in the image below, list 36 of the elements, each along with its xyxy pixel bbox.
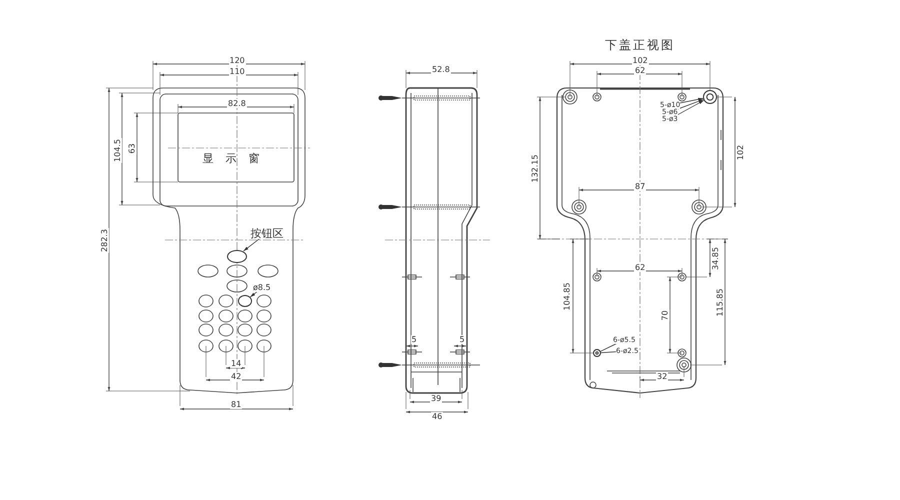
window-label: 显示窗	[202, 152, 272, 164]
dimension-label: 81	[230, 400, 242, 408]
dimension-label: 115.85	[716, 287, 724, 317]
dimension-label: 110	[228, 66, 246, 76]
dimension-label: 282.3	[99, 228, 108, 252]
hole-spec-label: ø8.5	[253, 284, 271, 292]
dimension-label: 52.8	[431, 64, 451, 74]
dimension-label: 42	[230, 372, 242, 380]
dimension-label: 62	[634, 66, 646, 74]
leader-line	[680, 98, 704, 104]
dimension-label: 87	[634, 182, 646, 190]
screw-boss	[593, 349, 601, 357]
dimension-label: 104.85	[562, 281, 572, 311]
dimension-label: 63	[128, 142, 137, 154]
dimension-label: 102	[736, 143, 745, 161]
screw-boss	[703, 90, 717, 104]
dimension-label: 62	[634, 262, 646, 272]
dimension-label: 120	[228, 56, 246, 64]
dimension-label: 5	[458, 334, 466, 344]
dimension-label: 70	[660, 308, 670, 322]
dimension-label: 14	[230, 358, 242, 368]
callout-label: 按钮区	[250, 228, 284, 238]
button-key	[227, 250, 247, 262]
dimension-label: 39	[430, 394, 442, 402]
dimension-label: 32	[656, 372, 668, 380]
button-key	[238, 295, 252, 307]
leader-line	[676, 100, 704, 116]
dimension-label: 102	[632, 56, 649, 64]
dimension-label: 132.15	[530, 153, 540, 183]
leader-line	[243, 238, 260, 252]
dimension-label: 82.8	[227, 98, 247, 108]
leader-line	[600, 343, 618, 352]
leader-line	[678, 99, 704, 110]
dimension-label: 104.5	[112, 138, 122, 162]
leader-line	[250, 292, 258, 298]
leader-line	[600, 351, 616, 354]
